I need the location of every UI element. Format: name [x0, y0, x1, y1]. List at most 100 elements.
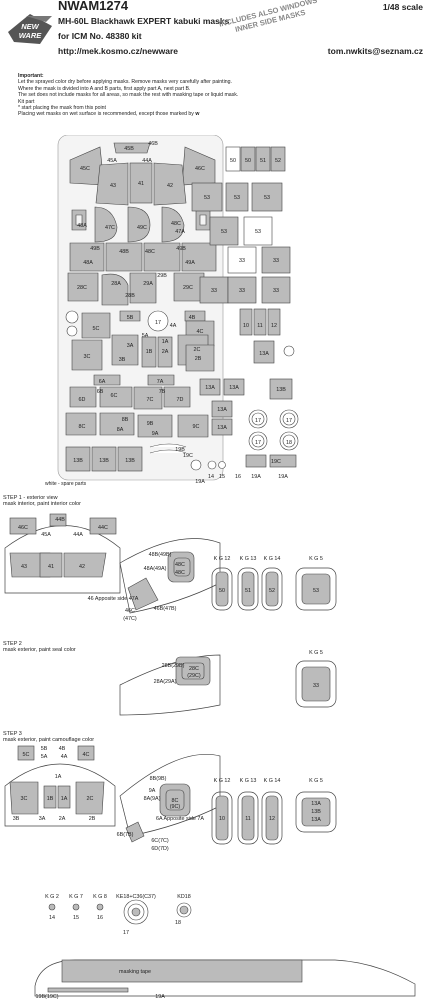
svg-text:13B: 13B	[125, 458, 135, 464]
note-line: Kit part	[18, 98, 35, 105]
svg-text:45C: 45C	[80, 166, 90, 172]
logo-star-shape	[8, 14, 52, 44]
svg-text:53: 53	[221, 229, 227, 235]
svg-text:47C: 47C	[105, 225, 115, 231]
svg-text:2A: 2A	[59, 816, 66, 822]
svg-text:12: 12	[269, 816, 275, 822]
svg-text:KE18+C36(C37): KE18+C36(C37)	[116, 894, 156, 900]
svg-text:46B(47B): 46B(47B)	[154, 606, 177, 612]
svg-text:52: 52	[269, 588, 275, 594]
svg-text:7D: 7D	[177, 397, 184, 403]
svg-text:51: 51	[260, 158, 266, 164]
svg-text:12: 12	[271, 323, 277, 329]
svg-text:13B: 13B	[99, 458, 109, 464]
svg-text:29A: 29A	[143, 281, 153, 287]
svg-text:5A: 5A	[41, 754, 48, 760]
svg-text:42: 42	[167, 183, 173, 189]
svg-text:19A: 19A	[278, 474, 288, 480]
svg-text:8C: 8C	[79, 424, 86, 430]
svg-text:7B: 7B	[159, 389, 166, 395]
step3-heading: STEP 3 mask exterior, paint camouflage c…	[3, 731, 94, 744]
svg-text:6C(7C): 6C(7C)	[151, 838, 169, 844]
svg-text:9B: 9B	[147, 421, 154, 427]
svg-text:3B: 3B	[119, 357, 126, 363]
note-line: Where the mask is divided into A and B p…	[18, 85, 191, 92]
svg-text:8A(9A): 8A(9A)	[144, 796, 161, 802]
svg-text:11: 11	[257, 323, 263, 329]
cockpit-window-masks: 5C 5B 4B 17 4C 5A 4A 3C 3B 1B 1A 2A 2B 2…	[65, 310, 215, 372]
svg-text:4B: 4B	[59, 746, 66, 752]
svg-text:33: 33	[273, 288, 279, 294]
svg-text:K G 13: K G 13	[240, 556, 257, 562]
svg-text:6C: 6C	[111, 393, 118, 399]
svg-text:41: 41	[48, 564, 54, 570]
svg-text:13A: 13A	[311, 817, 321, 823]
svg-text:K G 5: K G 5	[309, 556, 323, 562]
svg-text:13B: 13B	[311, 809, 321, 815]
svg-text:29C: 29C	[183, 285, 193, 291]
svg-text:13A: 13A	[217, 407, 227, 413]
svg-text:2C: 2C	[194, 347, 201, 353]
svg-text:53: 53	[204, 195, 210, 201]
right-square-masks: 50 50 51 52 53 53 53 53 53 33 33 33 33 3…	[191, 146, 299, 480]
svg-text:17: 17	[286, 418, 292, 424]
svg-text:13A: 13A	[217, 425, 227, 431]
svg-text:(9C): (9C)	[170, 804, 181, 810]
svg-text:48A: 48A	[77, 223, 87, 229]
svg-text:16: 16	[235, 474, 241, 480]
svg-text:3A: 3A	[127, 343, 134, 349]
svg-text:48A(49A): 48A(49A)	[144, 566, 167, 572]
step1-diagram: .m{fill:#bbb;stroke:#444;stroke-width:0.…	[4, 513, 337, 622]
logo-text-new: NEW	[21, 22, 39, 31]
svg-text:4C: 4C	[83, 752, 90, 758]
important-notes: Important: Let the sprayed color dry bef…	[18, 73, 418, 118]
step1-title: STEP 1 - exterior view	[3, 495, 58, 501]
svg-text:(29C): (29C)	[187, 673, 201, 679]
wet-mask-icon: w	[195, 111, 200, 118]
svg-text:K G 12: K G 12	[214, 556, 231, 562]
email-link[interactable]: tom.nwkits@seznam.cz	[327, 46, 423, 56]
svg-text:10: 10	[219, 816, 225, 822]
svg-text:19C: 19C	[183, 453, 193, 459]
svg-text:48C: 48C	[145, 249, 155, 255]
svg-text:46C: 46C	[195, 166, 205, 172]
website-link[interactable]: http://mek.kosmo.cz/newware	[58, 46, 178, 56]
svg-text:13A: 13A	[311, 801, 321, 807]
seal-window-masks: 28C 28B 29B 29C 28A 29A	[67, 272, 205, 306]
svg-text:6D: 6D	[79, 397, 86, 403]
svg-text:K G 5: K G 5	[309, 650, 323, 656]
svg-text:2C: 2C	[87, 796, 94, 802]
svg-text:46B: 46B	[148, 141, 158, 147]
svg-text:48A: 48A	[83, 260, 93, 266]
svg-text:19A: 19A	[155, 994, 165, 1000]
svg-text:51: 51	[245, 588, 251, 594]
logo-text-ware: WARE	[19, 31, 42, 40]
svg-text:33: 33	[239, 258, 245, 264]
svg-text:28B: 28B	[125, 293, 135, 299]
svg-text:K G 5: K G 5	[309, 778, 323, 784]
svg-text:2B: 2B	[195, 356, 202, 362]
svg-text:47A: 47A	[175, 229, 185, 235]
svg-text:13A: 13A	[205, 385, 215, 391]
svg-text:28A: 28A	[111, 281, 121, 287]
door-window-masks: 47C 49C 48C 47A 48A 49B 48B 48C 49B 48A …	[69, 206, 217, 272]
svg-text:19B: 19B	[175, 447, 185, 453]
newware-logo: NEW WARE	[6, 12, 54, 51]
svg-text:42: 42	[79, 564, 85, 570]
svg-text:28A(29A): 28A(29A)	[154, 679, 177, 685]
svg-text:17: 17	[255, 418, 261, 424]
step3-diagram: .m{fill:#bbb;stroke:#444;stroke-width:0.…	[4, 745, 337, 852]
svg-text:7A: 7A	[157, 379, 164, 385]
svg-text:50: 50	[230, 158, 236, 164]
svg-text:3C: 3C	[84, 354, 91, 360]
svg-text:50: 50	[245, 158, 251, 164]
svg-text:K G 14: K G 14	[264, 556, 281, 562]
svg-text:1A: 1A	[162, 339, 169, 345]
svg-text:53: 53	[255, 229, 261, 235]
svg-text:48C: 48C	[175, 570, 185, 576]
svg-text:4B: 4B	[189, 315, 196, 321]
svg-text:19A: 19A	[251, 474, 261, 480]
kit-reference: for ICM No. 48380 kit	[58, 31, 142, 41]
svg-text:18: 18	[175, 920, 181, 926]
scale-label: 1/48 scale	[382, 2, 423, 12]
